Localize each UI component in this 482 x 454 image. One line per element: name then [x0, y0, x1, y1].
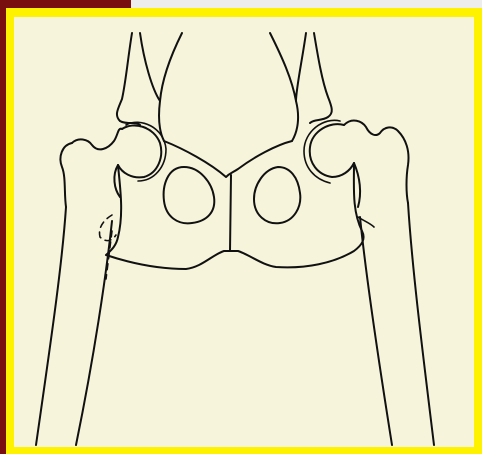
left-ischium-lower	[106, 165, 230, 269]
left-femur-head	[60, 143, 72, 207]
left-acetabulum	[118, 125, 161, 177]
left-lesser-trochanter-dashed	[100, 215, 117, 241]
slide-accent-block	[0, 0, 131, 8]
sacrum-right-outline	[270, 33, 298, 141]
pubic-symphysis	[230, 175, 231, 251]
pelvic-inlet-upper	[164, 141, 292, 177]
left-femur-trochanter	[72, 129, 122, 150]
slide-top-bar	[0, 0, 482, 8]
right-ilium-outline	[310, 33, 332, 123]
sacrum-left-outline	[159, 33, 182, 141]
right-ilium-inner	[296, 33, 306, 101]
right-obturator-foramen	[254, 167, 300, 223]
pelvis-hip-diagram	[14, 17, 474, 447]
figure-canvas	[14, 17, 474, 447]
left-ilium-outline	[117, 33, 140, 125]
right-femur-shaft-inner	[360, 217, 392, 445]
figure-frame	[6, 8, 482, 454]
left-femur-shaft-outer	[36, 207, 66, 445]
left-obturator-foramen	[164, 167, 215, 223]
right-femur-shaft-outer	[408, 203, 434, 445]
left-ilium-inner	[140, 33, 160, 101]
right-acetabulum	[310, 124, 354, 177]
